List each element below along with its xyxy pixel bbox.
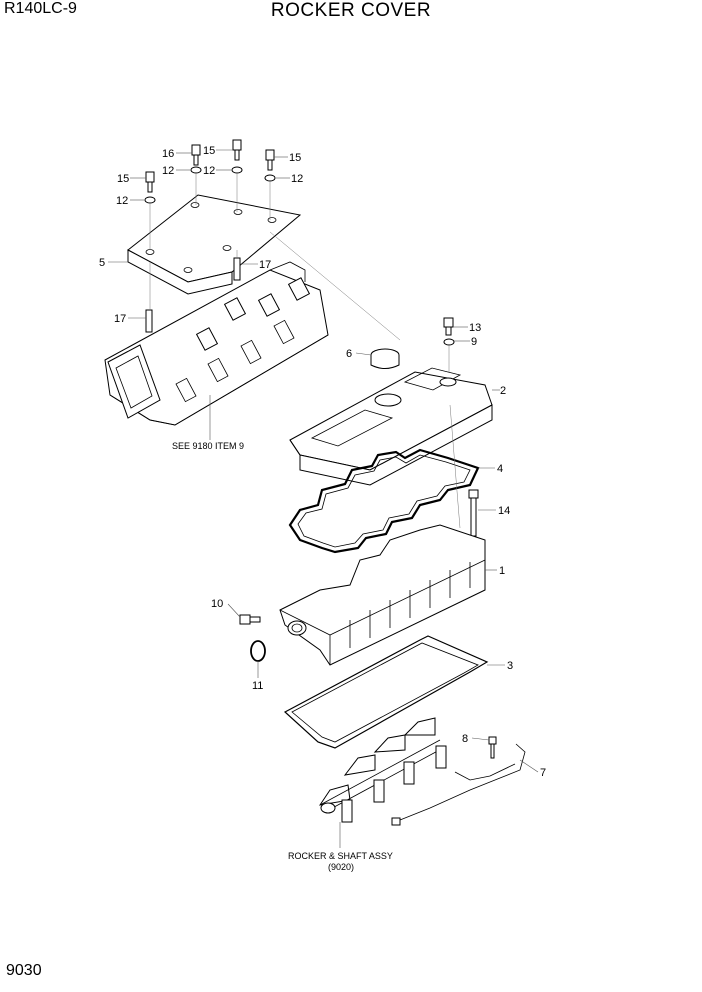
plug-bolt-part [239,614,266,662]
harness-part [391,736,526,826]
rocker-assy-ref: (9020) [328,862,354,872]
callout-9: 9 [471,336,477,348]
callout-7: 7 [540,767,546,779]
callout-4: 4 [497,463,503,475]
callout-15: 15 [117,173,129,185]
callout-17: 17 [259,259,271,271]
callout-8: 8 [462,733,468,745]
callout-17: 17 [114,313,126,325]
callout-12: 12 [116,195,128,207]
long-bolt-part [468,489,479,537]
lower-gasket-part [283,635,489,749]
see-reference-note: SEE 9180 ITEM 9 [172,441,244,451]
model-label: R140LC-9 [4,0,77,17]
callout-12: 12 [291,173,303,185]
leader-lines [108,149,539,848]
callout-15: 15 [289,152,301,164]
exhaust-manifold-part [104,261,329,426]
callout-14: 14 [498,505,510,517]
callout-labels: 15 12 16 12 15 12 15 12 5 17 17 6 13 9 2… [99,145,546,872]
heat-shield-part [127,194,302,295]
rocker-assy-note: ROCKER & SHAFT ASSY [288,851,393,861]
cover-housing-part [279,524,486,666]
gasket-part [288,448,480,554]
callout-13: 13 [469,322,481,334]
callout-15: 15 [203,145,215,157]
page-title: ROCKER COVER [270,0,432,21]
callout-1: 1 [499,565,505,577]
callout-3: 3 [507,660,513,672]
callout-16: 16 [162,148,174,160]
callout-10: 10 [211,598,223,610]
cover-bolt-part [443,317,455,372]
callout-5: 5 [99,257,105,269]
page-number: 9030 [6,962,42,979]
rocker-shaft-assy-part [318,717,447,823]
callout-12: 12 [203,165,215,177]
callout-6: 6 [346,348,352,360]
oil-filler-cap-part [370,348,400,369]
bolt-washer-part [144,139,276,310]
callout-12: 12 [162,165,174,177]
callout-2: 2 [500,385,506,397]
callout-11: 11 [252,680,263,692]
